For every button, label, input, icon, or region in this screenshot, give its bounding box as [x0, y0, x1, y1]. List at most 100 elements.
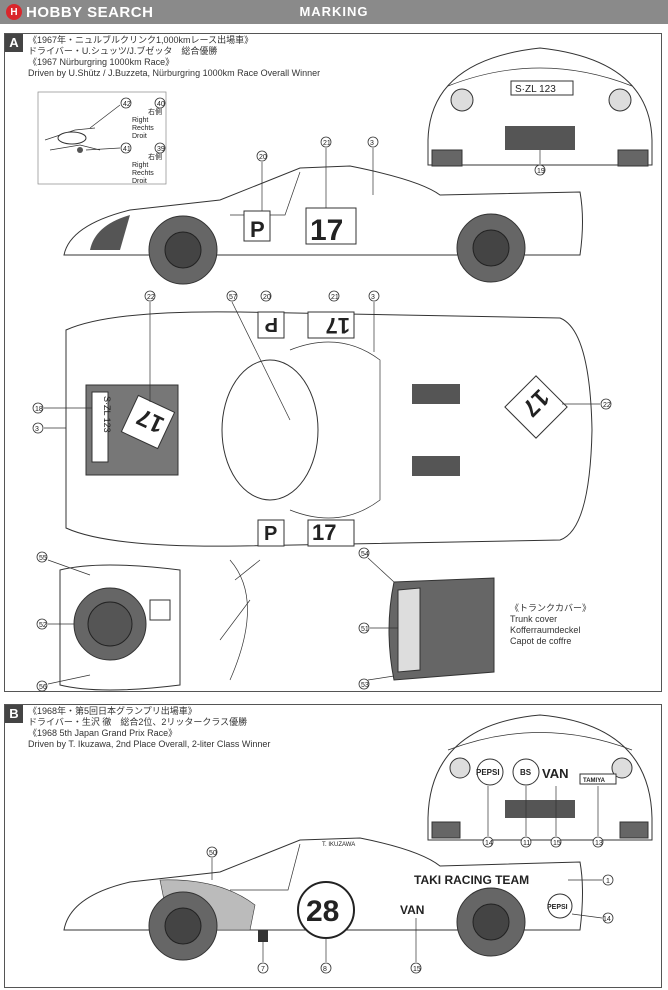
mirror-right-fr-top: Droit	[132, 133, 147, 140]
side-sponsor-van: VAN	[400, 903, 424, 917]
svg-text:56: 56	[39, 684, 47, 691]
caption-b-line-1: 《1968年・第5回日本グランプリ出場車》	[28, 706, 197, 716]
svg-text:50: 50	[209, 850, 217, 857]
mirror-right-fr-bottom: Droit	[132, 178, 147, 185]
caption-b-line-3: 《1968 5th Japan Grand Prix Race》	[28, 728, 178, 738]
svg-text:52: 52	[39, 622, 47, 629]
section-a-caption: 《1967年・ニュルブルクリンク1,000kmレース出場車》 ドライバー・U.シ…	[28, 35, 320, 79]
spare-wheel-detail: 55 52 56	[36, 551, 261, 692]
svg-text:8: 8	[323, 966, 327, 973]
callout-11: 11	[520, 786, 532, 848]
callout-52: 52	[36, 618, 74, 630]
top-number-lower-a: 17	[312, 520, 336, 545]
callout-42: 42	[120, 97, 132, 109]
mirror-right-de-bottom: Rechts	[132, 170, 154, 177]
callout-7: 7	[257, 942, 269, 974]
header-bar: H HOBBY SEARCH MARKING	[0, 0, 668, 24]
section-a-badge: A	[5, 34, 23, 52]
callout-53: 53	[358, 675, 395, 690]
hobby-search-logo[interactable]: H HOBBY SEARCH	[6, 3, 153, 21]
rear-sponsor-pepsi: PEPSI	[476, 768, 500, 777]
callout-21-side-a: 21	[320, 136, 332, 208]
top-letter-lower-a: P	[264, 523, 277, 545]
callout-56: 56	[36, 674, 91, 692]
logo-mark-icon: H	[6, 4, 22, 20]
callout-51: 51	[358, 622, 398, 634]
svg-text:42: 42	[123, 101, 131, 108]
callout-55: 55	[36, 551, 91, 576]
svg-text:1: 1	[606, 878, 610, 885]
svg-text:15: 15	[413, 966, 421, 973]
mirror-right-en-top: Right	[132, 117, 148, 124]
section-b-caption: 《1968年・第5回日本グランプリ出場車》 ドライバー・生沢 徹 総合2位、2リ…	[28, 706, 270, 750]
callout-54: 54	[358, 547, 395, 583]
svg-text:21: 21	[323, 140, 331, 147]
svg-text:3: 3	[370, 140, 374, 147]
trunk-cover-en: Trunk cover	[510, 614, 558, 624]
svg-text:20: 20	[259, 154, 267, 161]
side-number-a: 17	[310, 214, 343, 247]
callout-13: 13	[592, 786, 604, 848]
callout-50: 50	[206, 846, 218, 880]
callout-8: 8	[320, 938, 332, 974]
trunk-cover-caption: 《トランクカバー》 Trunk cover Kofferraumdeckel C…	[510, 603, 591, 647]
svg-text:54: 54	[361, 551, 369, 558]
caption-a-line-3: 《1967 Nürburgring 1000km Race》	[28, 57, 175, 67]
caption-b-line-2: ドライバー・生沢 徹 総合2位、2リッタークラス優勝	[28, 717, 248, 727]
mirror-right-en-bottom: Right	[132, 162, 148, 169]
top-view-a: S·ZL 123 17 17 P 17 P 17 22 57 20 21 3 1…	[32, 290, 612, 547]
trunk-cover-de: Kofferraumdeckel	[510, 625, 581, 635]
svg-text:22: 22	[603, 402, 611, 409]
svg-text:22: 22	[147, 294, 155, 301]
caption-a-line-2: ドライバー・U.シュッツ/J.ブゼッタ 総合優勝	[28, 46, 218, 56]
callout-21-top: 21	[328, 290, 340, 302]
callout-40: 40	[154, 97, 166, 109]
callout-41: 41	[120, 142, 132, 154]
trunk-cover-jp: 《トランクカバー》	[510, 603, 592, 613]
callout-20-side-a: 20	[256, 150, 268, 211]
svg-text:40: 40	[157, 101, 165, 108]
callout-18: 18	[32, 402, 92, 414]
svg-text:41: 41	[123, 146, 131, 153]
svg-text:11: 11	[523, 840, 530, 847]
trunk-cover-fr: Capot de coffre	[510, 636, 572, 646]
svg-text:3: 3	[35, 426, 39, 433]
rear-plate-a: S·ZL 123	[515, 84, 556, 95]
mirror-right-de-top: Rechts	[132, 125, 154, 132]
side-view-a: P 17 20 21 3	[63, 136, 583, 285]
top-number-upper-a: 17	[326, 313, 350, 338]
rear-view-b: PEPSI BS VAN TAMIYA 14 11 15 13	[427, 714, 653, 848]
svg-text:18: 18	[35, 406, 43, 413]
callout-20-top: 20	[260, 290, 272, 302]
page-title: MARKING	[299, 4, 369, 19]
rear-view-a: S·ZL 123 19	[427, 47, 653, 176]
section-b-badge: B	[5, 705, 23, 723]
team-name: TAKI RACING TEAM	[414, 873, 529, 887]
svg-text:21: 21	[331, 294, 339, 301]
callout-57: 57	[226, 290, 291, 421]
svg-text:13: 13	[595, 840, 603, 847]
svg-text:7: 7	[261, 966, 265, 973]
caption-b-line-4: Driven by T. Ikuzawa, 2nd Place Overall,…	[28, 739, 271, 749]
side-sponsor-pepsi: PEPSI	[547, 904, 568, 911]
trunk-cover-detail: 54 51 53	[358, 547, 495, 690]
callout-14-rear: 14	[482, 786, 494, 848]
svg-text:20: 20	[263, 294, 271, 301]
mirror-detail: 右側 Right Rechts Droit 右側 Right Rechts Dr…	[37, 91, 167, 185]
rear-sponsor-van: VAN	[542, 766, 568, 781]
callout-19: 19	[534, 150, 546, 176]
svg-text:53: 53	[361, 682, 369, 689]
callout-3-left: 3	[32, 422, 66, 434]
panel-a: A	[4, 33, 662, 692]
mirror-right-jp-top: 右側	[148, 107, 162, 116]
caption-a-line-1: 《1967年・ニュルブルクリンク1,000kmレース出場車》	[28, 35, 254, 45]
driver-name: T. IKUZAWA	[322, 842, 355, 848]
svg-text:15: 15	[553, 840, 561, 847]
callout-15-side: 15	[410, 918, 422, 974]
callout-15-rear: 15	[550, 786, 562, 848]
rear-sponsor-bs: BS	[520, 768, 532, 777]
svg-text:14: 14	[485, 840, 493, 847]
callout-1: 1	[568, 874, 614, 886]
svg-text:55: 55	[39, 555, 47, 562]
